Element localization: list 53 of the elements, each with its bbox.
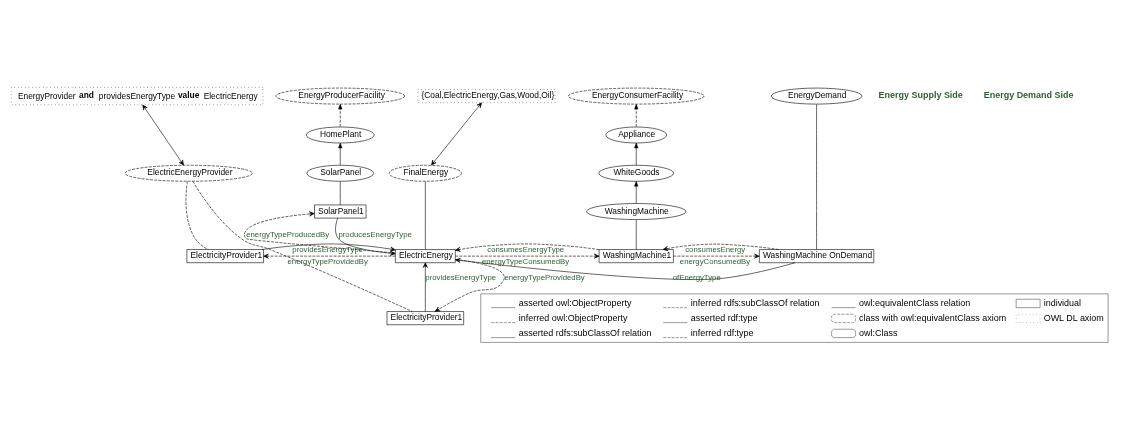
arrow xyxy=(431,101,482,165)
legend-label: OWL DL axiom xyxy=(1043,312,1104,323)
connector xyxy=(192,180,413,312)
arrow xyxy=(263,253,396,259)
connector xyxy=(635,218,637,250)
arrow xyxy=(455,257,796,280)
label: Energy Supply Side xyxy=(878,89,963,100)
legend-label: asserted owl:ObjectProperty xyxy=(518,297,632,308)
node-ellipse: ElectricEnergyProvider xyxy=(124,164,253,182)
node-ellipse: HomePlant xyxy=(306,126,375,143)
legend-label: owl:equivalentClass relation xyxy=(859,297,971,308)
legend-label: inferred rdf:type xyxy=(690,327,754,338)
arrow xyxy=(244,211,396,253)
legend-label: class with owl:equivalentClass axiom xyxy=(859,312,1007,323)
arrow xyxy=(434,258,505,312)
arrow xyxy=(634,180,639,204)
connector xyxy=(816,103,817,250)
arrow xyxy=(261,243,396,251)
arrow xyxy=(338,142,343,165)
node-box: WashingMachine OnDemand xyxy=(759,248,875,263)
node-ellipse: EnergyConsumerFacility xyxy=(568,87,705,104)
node-box: SolarPanel1 xyxy=(314,204,367,218)
arrow xyxy=(634,142,639,165)
node-ellipse: WashingMachine xyxy=(586,202,687,220)
node-box: ElectricEnergy xyxy=(395,248,456,263)
legend-label: owl:Class xyxy=(859,327,898,338)
arrow xyxy=(662,243,779,251)
connector xyxy=(425,180,426,250)
legend-label: individual xyxy=(1043,297,1082,308)
arrow xyxy=(142,104,184,165)
node-box: ElectricityProvider1 xyxy=(186,248,264,263)
arrow xyxy=(338,103,343,127)
node-box: WashingMachine1 xyxy=(598,248,674,263)
node-ellipse: WhiteGoods xyxy=(598,164,674,182)
legend-label: inferred owl:ObjectProperty xyxy=(518,312,628,323)
arrow xyxy=(673,253,760,259)
arrow xyxy=(634,103,639,127)
arrow xyxy=(335,217,396,256)
node-ellipse: EnergyProducerFacility xyxy=(275,87,405,104)
arrow xyxy=(455,253,600,259)
node-box: EnergyProvider and providesEnergyType value ElectricEnergy xyxy=(11,86,264,105)
node-ellipse: FinalEnergy xyxy=(388,164,462,182)
label: Energy Demand Side xyxy=(983,89,1074,100)
legend-label: asserted rdf:type xyxy=(690,312,758,323)
arrow xyxy=(422,261,428,312)
arrow xyxy=(455,243,600,252)
legend-label: inferred rdfs:subClassOf relation xyxy=(690,297,820,308)
node-box: ElectricityProvider1 xyxy=(386,310,464,325)
node-ellipse: SolarPanel xyxy=(306,164,374,182)
node-ellipse: Appliance xyxy=(605,126,667,143)
node-box: {Coal,ElectricEnergy,Gas,Wood,Oil} xyxy=(417,88,556,103)
node-ellipse: EnergyDemand xyxy=(770,87,863,104)
legend-label: asserted rdfs:subClassOf relation xyxy=(518,327,652,338)
